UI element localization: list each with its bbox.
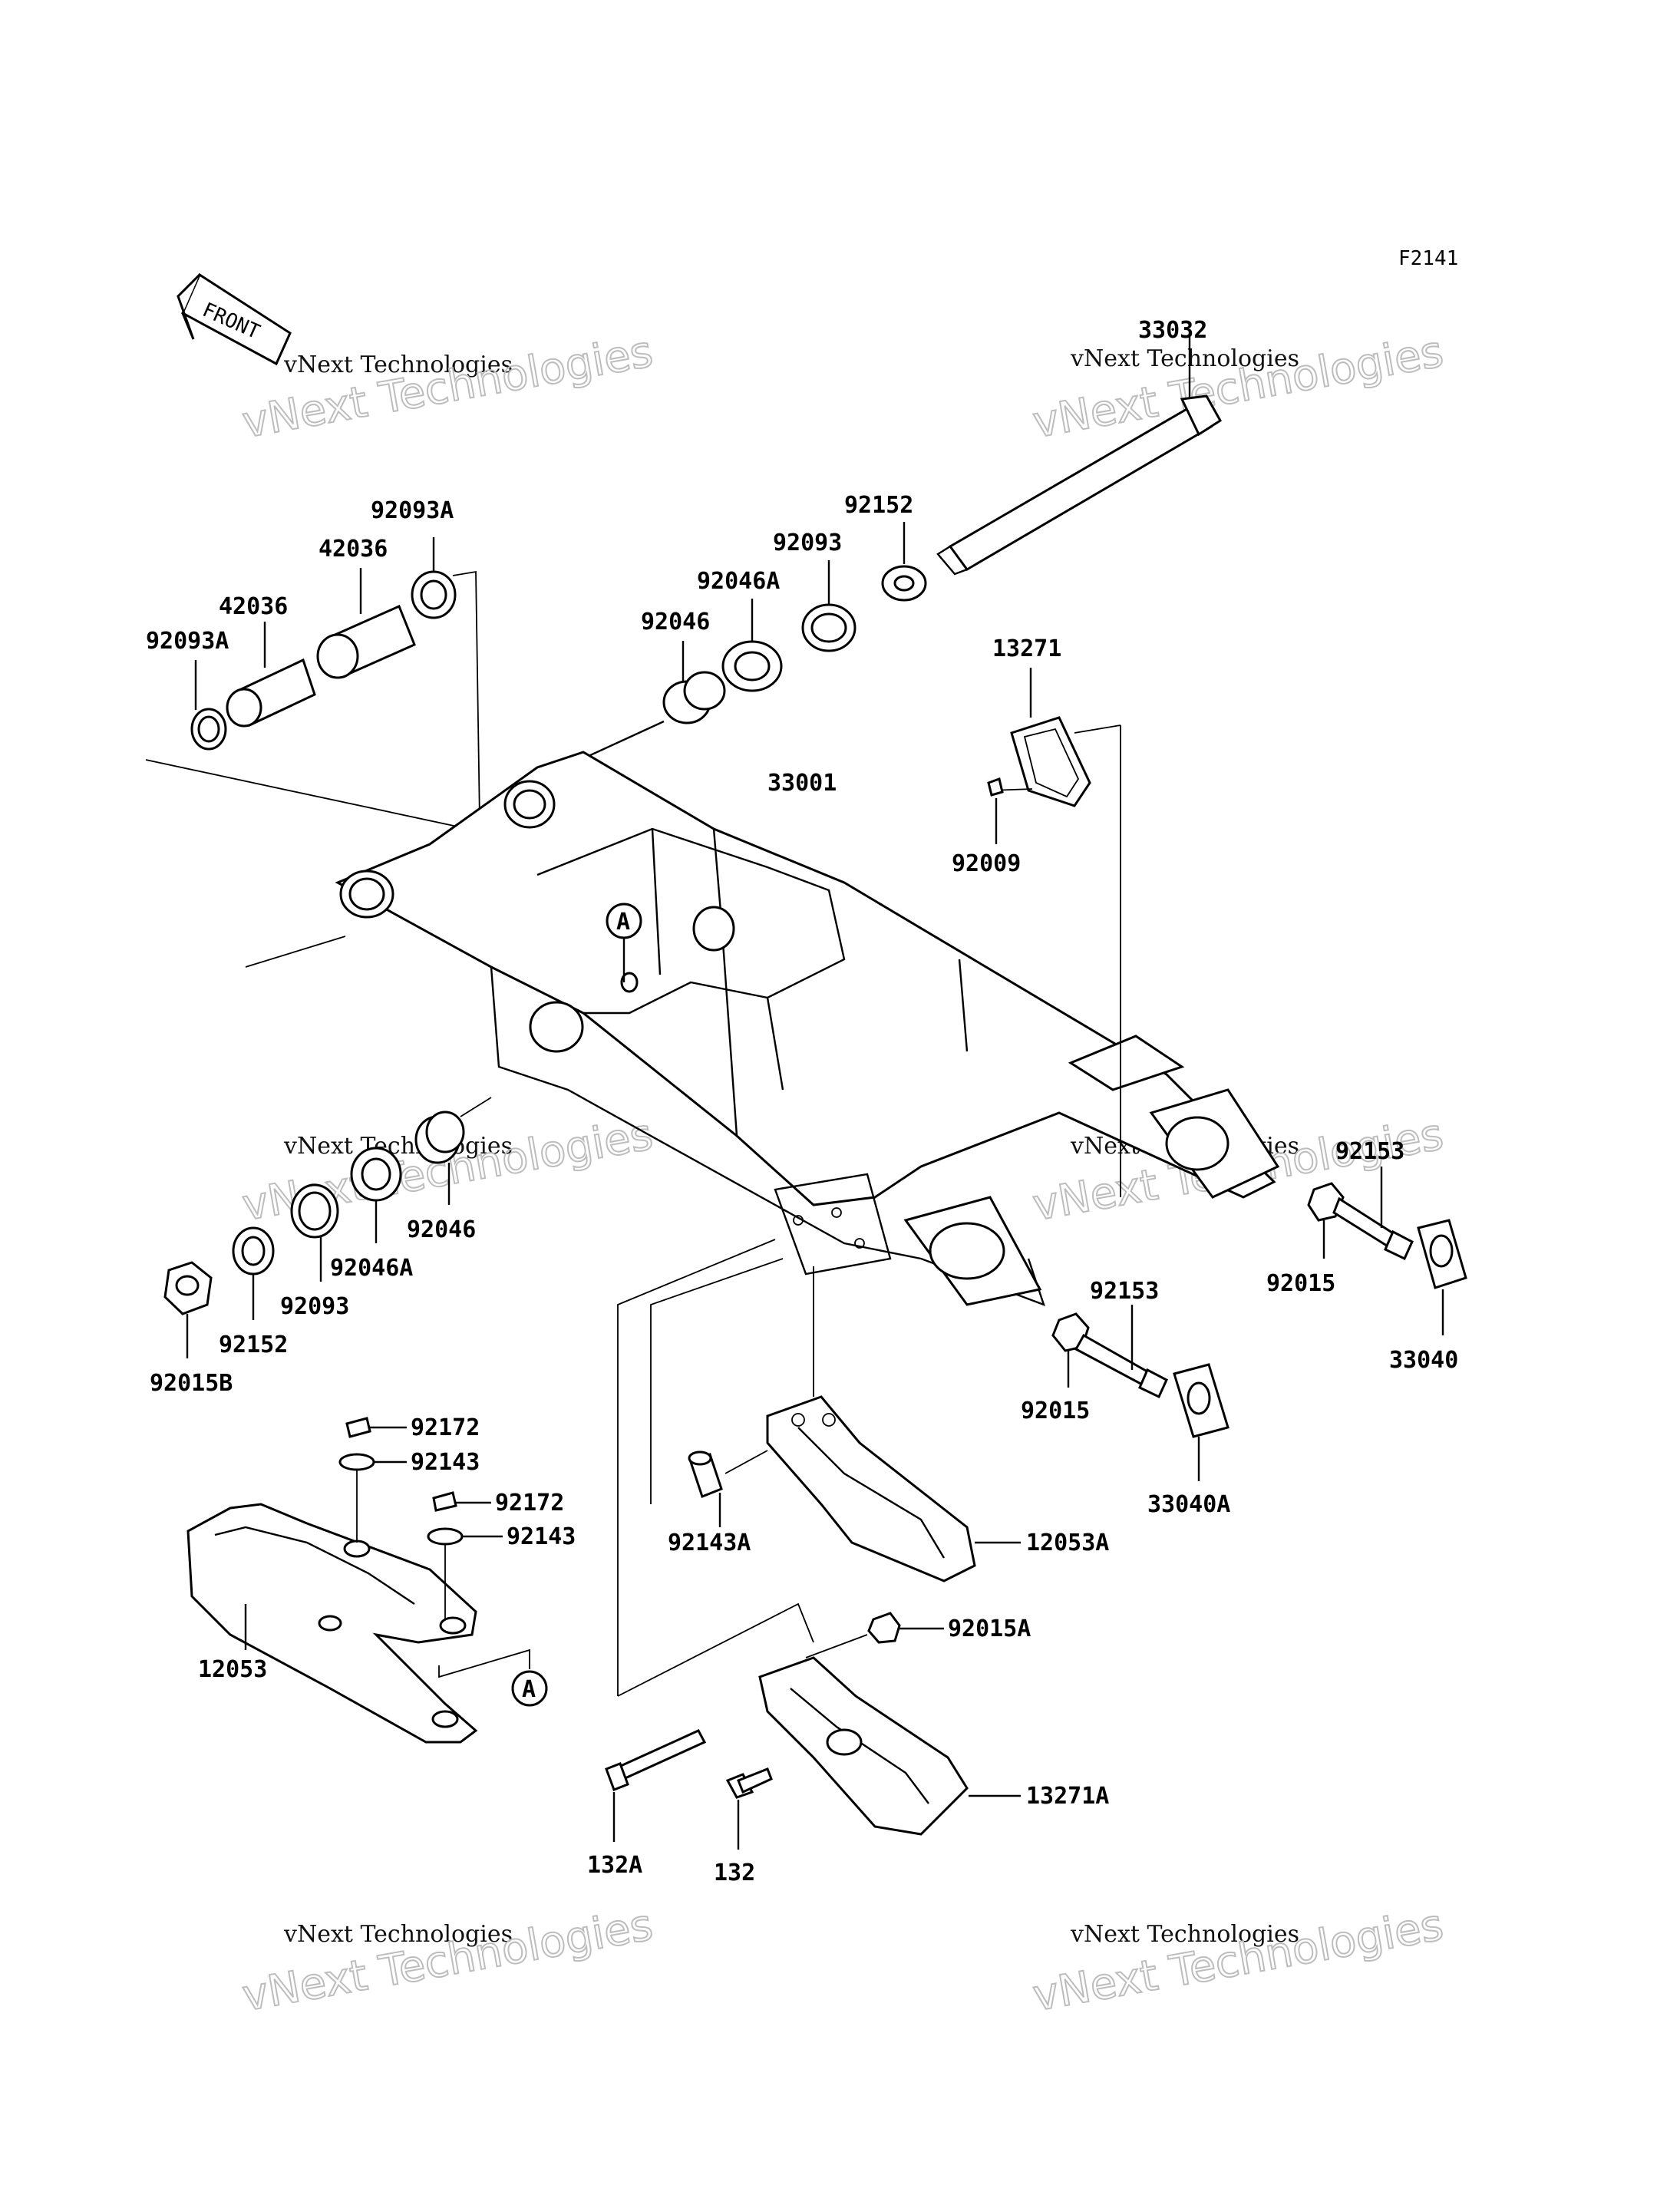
label-92153-lower: 92153 (1090, 1278, 1159, 1305)
label-33040: 33040 (1389, 1347, 1458, 1374)
svg-text:vNext Technologies: vNext Technologies (283, 1921, 513, 1948)
adjuster-bolt-upper (1332, 1167, 1414, 1261)
reference-marker-upper: A (606, 903, 642, 982)
pivot-nut-92015B (163, 1261, 213, 1358)
label-42036-lower: 42036 (219, 593, 288, 620)
label-92015A: 92015A (948, 1615, 1031, 1642)
label-92046A-top: 92046A (697, 568, 780, 595)
bolt-132 (725, 1767, 773, 1850)
label-92015B: 92015B (150, 1370, 233, 1397)
label-92093A-upper: 92093A (371, 497, 454, 524)
label-92009: 92009 (952, 850, 1021, 877)
watermark-bottom-right: vNext Technologies vNext Technologies (1028, 1899, 1447, 2022)
chain-slider-12053 (186, 1503, 478, 1744)
swingarm-body (335, 751, 1280, 1307)
label-92093-top: 92093 (773, 530, 842, 556)
label-132A: 132A (587, 1852, 642, 1879)
chain-slider-plate-top (989, 668, 1121, 1197)
label-92046A-lower: 92046A (330, 1255, 413, 1282)
label-12053A: 12053A (1026, 1530, 1109, 1556)
swingarm-pivot-shaft (936, 330, 1223, 576)
watermark-top-left: vNext Technologies vNext Technologies (238, 326, 657, 449)
screw-92172-b (432, 1491, 491, 1512)
diagram-code: F2141 (1398, 247, 1458, 270)
label-92143-upper: 92143 (411, 1449, 480, 1476)
washer-lower (232, 1226, 275, 1320)
washer-92143-b (427, 1527, 503, 1619)
reference-marker-lower: A (438, 1648, 548, 1707)
svg-text:vNext Technologies: vNext Technologies (1070, 1921, 1299, 1948)
label-12053: 12053 (198, 1656, 267, 1683)
adjuster-bolt-lower (1074, 1305, 1168, 1399)
label-92046-lower: 92046 (407, 1216, 476, 1243)
svg-text:vNext Technologies: vNext Technologies (283, 1133, 513, 1160)
label-92015-upper: 92015 (1266, 1270, 1335, 1297)
adjuster-block-lower (1173, 1363, 1229, 1481)
small-screw-92009 (987, 777, 1004, 844)
label-92153-upper: 92153 (1335, 1138, 1404, 1165)
svg-text:A: A (522, 1676, 536, 1703)
watermark-top-right: vNext Technologies vNext Technologies (1028, 326, 1447, 449)
svg-text:vNext Technologies: vNext Technologies (239, 327, 656, 448)
front-arrow-icon: FRONT (177, 272, 292, 366)
label-92172-upper: 92172 (411, 1414, 480, 1441)
label-33032: 33032 (1138, 317, 1207, 344)
label-92152-top: 92152 (844, 492, 913, 519)
pivot-seal-lower-left (190, 660, 227, 751)
label-13271A: 13271A (1026, 1783, 1109, 1810)
seal-lower (290, 1183, 339, 1282)
svg-text:vNext Technologies: vNext Technologies (283, 351, 513, 378)
pivot-seal-left (411, 537, 457, 619)
collar-92143A (688, 1450, 768, 1527)
label-92152-lower: 92152 (219, 1332, 288, 1358)
svg-text:vNext Technologies: vNext Technologies (239, 1900, 656, 2021)
svg-text:vNext Technologies: vNext Technologies (1070, 345, 1299, 372)
chain-guide-12053A (766, 1266, 1021, 1582)
label-132: 132 (714, 1860, 755, 1886)
label-92046-top: 92046 (641, 609, 710, 635)
label-92093-lower: 92093 (280, 1293, 349, 1320)
label-92143-lower: 92143 (507, 1523, 576, 1550)
label-92143A: 92143A (668, 1530, 751, 1556)
bearing-outer-top (721, 599, 783, 692)
label-13271: 13271 (992, 635, 1061, 662)
label-33040A: 33040A (1147, 1491, 1230, 1518)
seal-top (801, 560, 857, 652)
adjuster-block-upper (1417, 1219, 1467, 1335)
watermark-bottom-left: vNext Technologies vNext Technologies (238, 1899, 657, 2022)
washer-top (881, 522, 927, 602)
screw-92172-a (345, 1417, 407, 1438)
washer-92143-a (338, 1453, 407, 1543)
label-92093A-lower: 92093A (146, 628, 229, 655)
label-33001: 33001 (767, 770, 837, 797)
bearing-outer-lower (350, 1147, 402, 1243)
chain-guide-13271A (758, 1656, 1021, 1836)
svg-text:vNext Technologies: vNext Technologies (1029, 1900, 1447, 2021)
svg-text:A: A (616, 909, 630, 936)
label-42036-upper: 42036 (319, 536, 388, 563)
needle-bearing-lower (414, 1097, 492, 1205)
bolt-132A (605, 1729, 707, 1842)
label-92172-lower: 92172 (495, 1490, 564, 1516)
pivot-sleeve-upper (316, 568, 416, 679)
nut-92015A (805, 1612, 944, 1658)
label-92015-lower: 92015 (1021, 1398, 1090, 1424)
adjuster-nut-upper (1307, 1182, 1345, 1259)
pivot-sleeve-lower (226, 622, 316, 728)
